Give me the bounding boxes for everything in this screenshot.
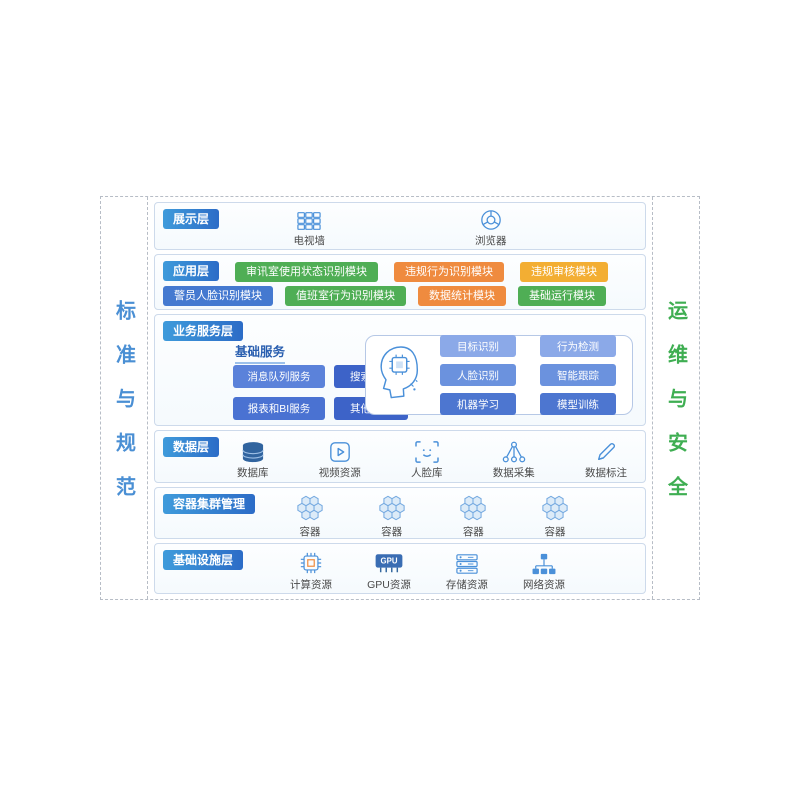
ai-behavior-detection: 行为检测 [540, 335, 616, 357]
container-layer-label: 容器集群管理 [163, 494, 256, 514]
module-interrogation-status: 审讯室使用状态识别模块 [235, 262, 378, 283]
storage-resource-item: 存储资源 [446, 549, 488, 592]
application-layer-label: 应用层 [163, 261, 220, 281]
layer-infrastructure: 基础设施层 计算资源 [154, 543, 646, 594]
infrastructure-items: 计算资源 GPU GPU资源 [290, 549, 565, 592]
tv-wall-label: 电视墙 [293, 234, 326, 247]
layer-container-cluster: 容器集群管理 容器 容器 [154, 487, 646, 539]
module-police-face: 警员人脸识别模块 [163, 286, 273, 307]
container-label: 容器 [462, 526, 484, 538]
ops-security-label: 运维与安全 [664, 300, 687, 520]
ai-target-recognition: 目标识别 [440, 335, 516, 357]
container-label: 容器 [381, 526, 403, 538]
container-label: 容器 [544, 526, 566, 538]
video-resource-label: 视频资源 [318, 467, 361, 479]
container-hex-icon [458, 493, 488, 522]
video-resource-item: 视频资源 [319, 437, 361, 480]
storage-icon [455, 549, 479, 575]
video-icon [329, 437, 351, 463]
database-icon [241, 437, 265, 463]
data-collection-icon [502, 437, 526, 463]
module-data-statistics: 数据统计模块 [418, 286, 506, 307]
gpu-icon: GPU [374, 549, 404, 575]
compute-resource-item: 计算资源 [290, 549, 332, 592]
data-items: 数据库 视频资源 [237, 437, 627, 480]
storage-resource-label: 存储资源 [445, 579, 488, 591]
face-library-item: 人脸库 [411, 437, 443, 480]
tv-wall-item: 电视墙 [293, 205, 326, 248]
right-ops-strip: 运维与安全 [652, 197, 699, 599]
container-hex-icon [377, 493, 407, 522]
container-item: 容器 [540, 493, 570, 539]
gpu-resource-item: GPU GPU资源 [367, 549, 411, 592]
browser-icon [480, 205, 502, 231]
data-annotation-label: 数据标注 [585, 467, 627, 479]
presentation-layer-label: 展示层 [163, 209, 220, 229]
network-resource-label: 网络资源 [523, 579, 565, 591]
architecture-diagram: 标准与规范 运维与安全 展示层 [100, 196, 700, 600]
container-hex-icon [295, 493, 325, 522]
browser-label: 浏览器 [475, 234, 507, 247]
database-label: 数据库 [237, 467, 269, 479]
container-label: 容器 [299, 526, 321, 538]
network-icon [531, 549, 557, 575]
application-row-2: 警员人脸识别模块 值班室行为识别模块 数据统计模块 基础运行模块 [163, 286, 606, 307]
basic-services-title: 基础服务 [235, 341, 286, 364]
layer-application: 应用层 审讯室使用状态识别模块 违规行为识别模块 违规审核模块 警员人脸识别模块… [154, 254, 646, 310]
container-hex-icon [540, 493, 570, 522]
layer-data: 数据层 数据库 [154, 430, 646, 483]
ai-capabilities-grid: 目标识别 行为检测 人脸识别 智能跟踪 机器学习 模型训练 [432, 335, 624, 415]
ai-face-recognition: 人脸识别 [440, 364, 516, 386]
standards-label: 标准与规范 [112, 300, 135, 520]
face-scan-icon [415, 437, 439, 463]
face-library-label: 人脸库 [411, 467, 443, 479]
layer-presentation: 展示层 电视墙 [154, 202, 646, 250]
left-standards-strip: 标准与规范 [101, 197, 148, 599]
container-items: 容器 容器 容器 容器 [295, 493, 570, 539]
data-collection-item: 数据采集 [493, 437, 535, 480]
cpu-icon [299, 549, 323, 575]
application-row-1: 审讯室使用状态识别模块 违规行为识别模块 违规审核模块 [235, 262, 608, 283]
ai-capabilities-panel: 目标识别 行为检测 人脸识别 智能跟踪 机器学习 模型训练 [365, 335, 633, 415]
compute-resource-label: 计算资源 [290, 579, 332, 591]
service-report-bi: 报表和BI服务 [233, 397, 325, 420]
infrastructure-layer-label: 基础设施层 [163, 550, 244, 570]
business-layer-label: 业务服务层 [163, 321, 244, 341]
gpu-icon-text: GPU [380, 557, 397, 566]
module-basic-operation: 基础运行模块 [518, 286, 606, 307]
ai-head-chip-icon [372, 344, 426, 407]
container-item: 容器 [458, 493, 488, 539]
ai-model-training: 模型训练 [540, 393, 616, 415]
data-layer-label: 数据层 [163, 437, 220, 457]
layer-stack: 展示层 电视墙 [147, 197, 653, 599]
presentation-items: 电视墙 浏览器 [155, 203, 645, 249]
database-item: 数据库 [237, 437, 269, 480]
data-collection-label: 数据采集 [492, 467, 535, 479]
module-violation-review: 违规审核模块 [520, 262, 608, 283]
layer-business-service: 业务服务层 基础服务 消息队列服务 搜索服务 报表和BI服务 其他服务 [154, 314, 646, 426]
service-message-queue: 消息队列服务 [233, 365, 325, 388]
gpu-resource-label: GPU资源 [367, 579, 411, 591]
module-duty-room: 值班室行为识别模块 [285, 286, 406, 307]
ai-smart-tracking: 智能跟踪 [540, 364, 616, 386]
ai-machine-learning: 机器学习 [440, 393, 516, 415]
pen-icon [595, 437, 617, 463]
container-item: 容器 [295, 493, 325, 539]
tv-wall-icon [297, 205, 321, 231]
network-resource-item: 网络资源 [523, 549, 565, 592]
module-violation-behavior: 违规行为识别模块 [394, 262, 504, 283]
container-item: 容器 [377, 493, 407, 539]
browser-item: 浏览器 [475, 205, 507, 248]
data-annotation-item: 数据标注 [585, 437, 627, 480]
